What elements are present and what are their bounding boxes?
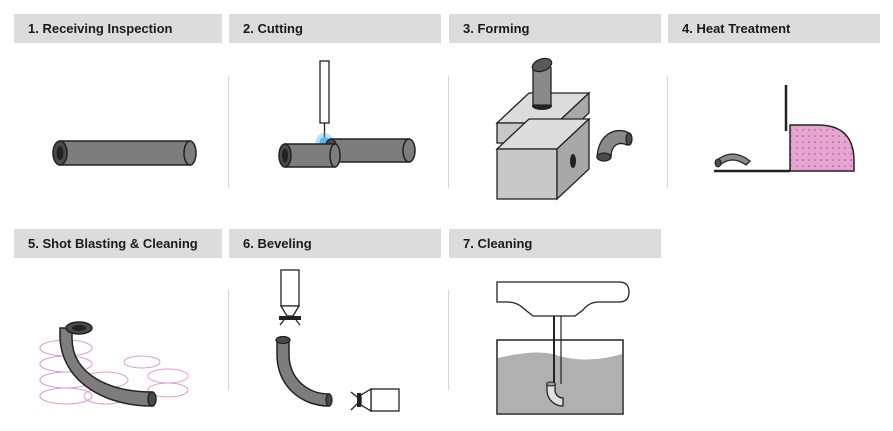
step-title: 5. Shot Blasting & Cleaning <box>14 229 222 258</box>
step-title: 7. Cleaning <box>449 229 661 258</box>
pipe-illustration <box>52 140 197 166</box>
divider <box>667 76 668 188</box>
step-cleaning: 7. Cleaning <box>449 229 661 419</box>
forming-illustration <box>495 57 633 201</box>
shot-blasting-illustration <box>39 321 189 407</box>
divider <box>448 76 449 188</box>
divider <box>448 290 449 390</box>
cutting-illustration <box>278 60 416 168</box>
step-shot-blasting-cleaning: 5. Shot Blasting & Cleaning <box>14 229 222 419</box>
step-title: 1. Receiving Inspection <box>14 14 222 43</box>
cleaning-tank-illustration <box>496 281 630 415</box>
step-title: 2. Cutting <box>229 14 441 43</box>
divider <box>228 76 229 188</box>
step-receiving-inspection: 1. Receiving Inspection <box>14 14 222 204</box>
furnace-illustration <box>714 85 855 173</box>
step-heat-treatment: 4. Heat Treatment <box>668 14 880 204</box>
step-cutting: 2. Cutting <box>229 14 441 204</box>
step-forming: 3. Forming <box>449 14 661 204</box>
step-title: 4. Heat Treatment <box>668 14 880 43</box>
step-title: 3. Forming <box>449 14 661 43</box>
beveling-illustration <box>275 269 400 413</box>
step-beveling: 6. Beveling <box>229 229 441 419</box>
divider <box>228 290 229 390</box>
step-title: 6. Beveling <box>229 229 441 258</box>
